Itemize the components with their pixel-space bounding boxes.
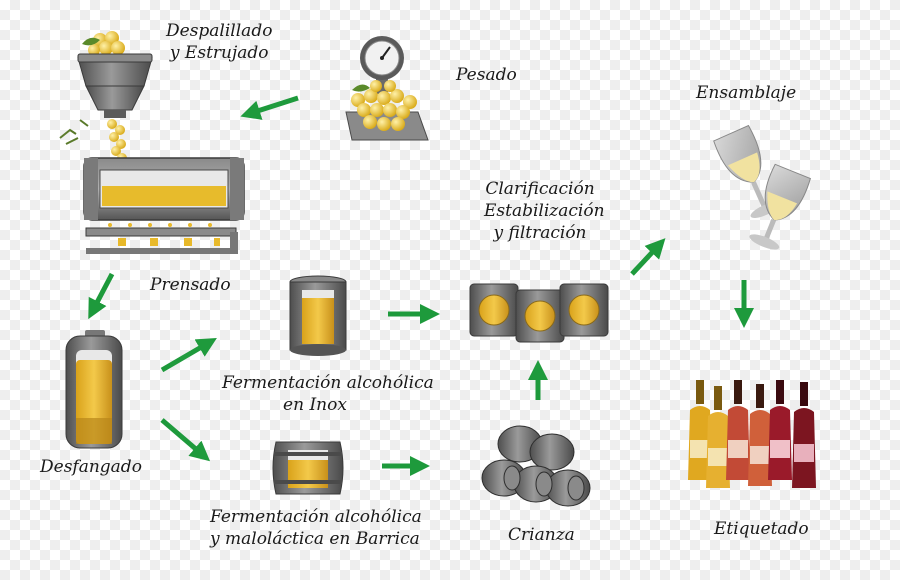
label-prensado: Prensado [150, 274, 231, 296]
label-clarificacion-line1: Clarificación [485, 179, 595, 199]
label-ensamblaje-text: Ensamblaje [696, 83, 797, 103]
arrow-desfangado-to-inox [160, 337, 217, 373]
arrow-desfangado-to-barrica [160, 418, 211, 462]
bottle-4 [748, 384, 772, 486]
label-etiquetado-text: Etiquetado [714, 519, 809, 539]
label-clarificacion-line3: y filtración [493, 223, 587, 244]
filtration-barrels [469, 283, 609, 343]
labeled-bottles [688, 380, 816, 488]
bottle-1 [688, 380, 712, 480]
grape-bunch-top [82, 31, 125, 56]
bottle-5 [768, 380, 792, 480]
label-crianza: Crianza [508, 524, 575, 546]
press-cylinder [83, 157, 245, 254]
bottle-3 [726, 380, 750, 480]
bottle-6 [792, 382, 816, 488]
label-crianza-text: Crianza [508, 525, 575, 545]
arrow-pesado-to-despalillado [240, 95, 299, 120]
label-ferm-barrica-line2: y maloláctica en Barrica [210, 529, 420, 550]
label-pesado-text: Pesado [456, 65, 517, 85]
blending-glasses [713, 124, 811, 250]
arrow-clarificacion-to-ensamblaje [630, 238, 666, 276]
label-etiquetado: Etiquetado [714, 518, 809, 540]
flow-arrows [88, 95, 754, 476]
label-despalillado: Despalillado y Estrujado [166, 20, 272, 64]
label-pesado: Pesado [456, 64, 517, 86]
label-despalillado-line2: y Estrujado [169, 43, 269, 64]
label-clarificacion: Clarificación Estabilización y filtració… [484, 178, 605, 244]
label-ferm-inox-line1: Fermentación alcohólica [222, 373, 434, 393]
label-prensado-text: Prensado [150, 275, 231, 295]
aging-barrels [481, 425, 591, 507]
stems-icon [59, 119, 89, 145]
label-ensamblaje: Ensamblaje [696, 82, 796, 104]
label-ferm-inox-line2: en Inox [283, 395, 347, 416]
settling-tank [65, 330, 123, 449]
barrel-fermentation [272, 441, 344, 495]
label-desfangado-text: Desfangado [40, 457, 142, 477]
label-fermentacion-inox: Fermentación alcohólica en Inox [222, 372, 434, 416]
scale-illustration [345, 36, 429, 141]
label-clarificacion-line2: Estabilización [484, 201, 605, 222]
destemmer-crusher-illustration [59, 31, 245, 254]
stainless-tank [289, 275, 347, 356]
label-fermentacion-barrica: Fermentación alcohólica y maloláctica en… [210, 506, 422, 550]
bottle-2 [706, 386, 730, 488]
arrow-prensado-to-desfangado [88, 272, 115, 320]
label-despalillado-line1: Despalillado [166, 21, 273, 41]
label-ferm-barrica-line1: Fermentación alcohólica [210, 507, 422, 527]
label-desfangado: Desfangado [40, 456, 142, 478]
